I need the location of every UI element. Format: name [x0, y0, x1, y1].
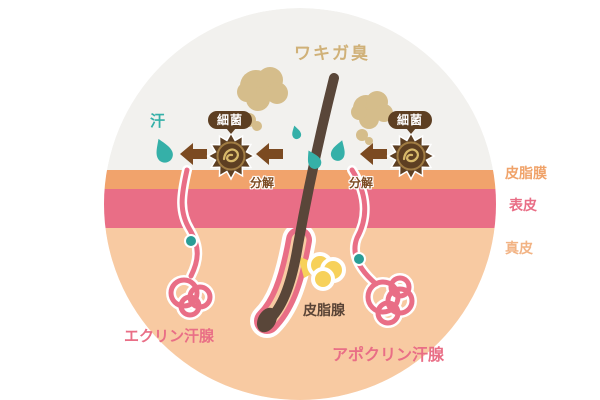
sebum-film-layer	[104, 170, 496, 189]
eccrine-secretion-dot	[184, 234, 198, 248]
arrow-left-icon	[360, 143, 387, 165]
sebaceous-gland-label: 皮脂腺	[303, 303, 345, 319]
bacteria-badge: 細菌	[208, 111, 253, 129]
badge-pointer	[406, 128, 416, 134]
hair-bulb	[256, 307, 278, 333]
odor-label: ワキガ臭	[294, 44, 370, 64]
apocrine-secretion-dot	[352, 252, 366, 266]
sebum-film-label: 皮脂膜	[505, 166, 547, 182]
decompose-label: 分解	[250, 176, 275, 190]
bacteria-icon	[387, 132, 435, 180]
bacteria-icon	[207, 132, 255, 180]
apocrine-gland-label: アポクリン汗腺	[332, 345, 445, 364]
epidermis-label: 表皮	[509, 198, 537, 214]
arrow-left-icon	[256, 143, 283, 165]
bacteria-badge: 細菌	[388, 111, 433, 129]
arrow-left-icon	[180, 143, 207, 165]
decompose-label: 分解	[349, 176, 374, 190]
badge-pointer	[226, 128, 236, 134]
sweat-label: 汗	[150, 112, 166, 130]
dermis-label: 真皮	[505, 241, 533, 257]
eccrine-gland-label: エクリン汗腺	[124, 327, 215, 345]
apocrine-sweat-gland	[347, 165, 417, 328]
sebaceous-gland	[298, 252, 346, 291]
hair-shaft	[263, 73, 339, 326]
eccrine-sweat-gland	[166, 165, 215, 320]
